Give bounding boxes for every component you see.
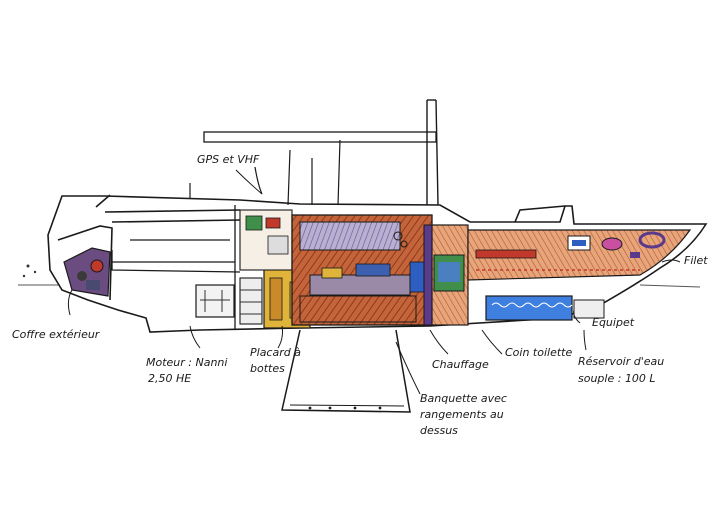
label-filet: Filet — [684, 254, 708, 267]
stern-locker — [63, 247, 111, 297]
label-placard-line1: Placard à — [250, 346, 301, 359]
mast — [426, 99, 439, 206]
v-berth — [467, 229, 692, 281]
heater — [423, 224, 433, 326]
label-reservoir-line2: souple : 100 L — [578, 372, 656, 385]
label-chauffage: Chauffage — [432, 358, 489, 371]
label-banquette-line2: rangements au — [420, 408, 504, 421]
nav-station — [239, 209, 293, 271]
label-coffre-exterieur: Coffre extérieur — [12, 328, 100, 341]
keel — [281, 329, 411, 413]
label-placard-line2: bottes — [250, 362, 285, 375]
label-banquette-line1: Banquette avec — [420, 392, 507, 405]
saloon — [291, 214, 433, 326]
label-coin-toilette: Coin toilette — [505, 346, 573, 359]
boom — [203, 131, 437, 143]
head-compartment — [431, 224, 469, 326]
label-moteur-line1: Moteur : Nanni — [146, 356, 228, 369]
hull — [47, 194, 708, 333]
cockpit — [111, 205, 241, 330]
label-gps-vhf: GPS et VHF — [197, 153, 260, 166]
label-equipet: Equipet — [592, 316, 635, 329]
label-reservoir-line1: Réservoir d'eau — [578, 355, 665, 368]
leader-lines — [67, 169, 681, 395]
water-line — [18, 264, 701, 288]
label-banquette-line3: dessus — [420, 424, 458, 437]
engine — [195, 277, 263, 325]
antennas — [189, 139, 341, 206]
label-moteur-line2: 2,50 HE — [148, 372, 192, 385]
water-tank — [485, 295, 605, 321]
